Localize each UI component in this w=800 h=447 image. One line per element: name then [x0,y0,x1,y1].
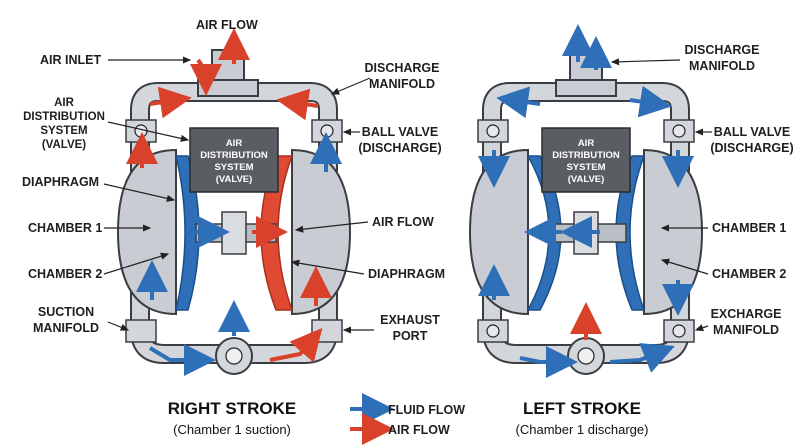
label-discharge-manifold-1b: MANIFOLD [369,77,435,91]
ball-valve-top-left [134,124,148,138]
svg-text:AIR: AIR [578,138,595,149]
svg-text:DISTRIBUTION: DISTRIBUTION [200,150,268,161]
diaphragm-right-2 [615,155,646,311]
chamber-2-housing [291,148,352,316]
label-ball-valve-2b: (DISCHARGE) [710,141,793,155]
label-discharge-manifold-2b: MANIFOLD [689,59,755,73]
label-chamber-1-right: CHAMBER 1 [712,221,786,235]
diaphragm-left-2 [526,155,562,311]
label-discharge-manifold-2a: DISCHARGE [684,43,759,57]
svg-text:SYSTEM: SYSTEM [566,162,605,173]
label-air-distribution-3: SYSTEM [40,125,87,137]
svg-text:AIR: AIR [226,138,243,149]
label-exhaust-1: EXHAUST [380,313,440,327]
label-exchange-1: EXCHARGE [711,307,782,321]
label-air-flow-top: AIR FLOW [196,18,258,32]
caption-left-stroke-sub: (Chamber 1 discharge) [516,422,649,437]
svg-text:DISTRIBUTION: DISTRIBUTION [552,150,620,161]
left-stroke-pump: AIR DISTRIBUTION SYSTEM (VALVE) [468,24,704,378]
label-exchange-2: MANIFOLD [713,323,779,337]
legend-fluid-flow: FLUID FLOW [388,403,465,417]
label-ball-valve-2a: BALL VALVE [714,125,790,139]
label-air-flow-mid: AIR FLOW [372,215,434,229]
label-chamber-2-left: CHAMBER 2 [28,267,102,281]
label-discharge-manifold-1a: DISCHARGE [364,61,439,75]
label-exhaust-2: PORT [393,329,428,343]
air-distribution-valve-2 [541,127,631,193]
diaphragm-left [175,155,200,311]
air-distribution-valve [189,127,279,193]
label-ball-valve-1a: BALL VALVE [362,125,438,139]
label-air-distribution-1: AIR [54,97,75,109]
legend-air-flow: AIR FLOW [388,423,450,437]
chamber-1-housing [116,148,177,316]
ball-valve-top-right [320,124,334,138]
caption-left-stroke-title: LEFT STROKE [523,399,641,418]
label-air-distribution-2: DISTRIBUTION [23,111,105,123]
label-chamber-1-left: CHAMBER 1 [28,221,102,235]
label-air-inlet: AIR INLET [40,53,101,67]
svg-text:(VALVE): (VALVE) [568,174,605,185]
caption-right-stroke-sub: (Chamber 1 suction) [173,422,291,437]
label-suction-1: SUCTION [38,305,94,319]
label-air-distribution-4: (VALVE) [42,139,86,151]
air-inlet-arrow [189,58,222,96]
label-suction-2: MANIFOLD [33,321,99,335]
label-ball-valve-1b: (DISCHARGE) [358,141,441,155]
caption-right-stroke-title: RIGHT STROKE [168,399,296,418]
right-stroke-pump: AIR DISTRIBUTION SYSTEM (VALVE) [116,28,352,376]
svg-text:SYSTEM: SYSTEM [214,162,253,173]
svg-text:(VALVE): (VALVE) [216,174,253,185]
label-diaphragm-left: DIAPHRAGM [22,175,99,189]
label-diaphragm-mid: DIAPHRAGM [368,267,445,281]
label-chamber-2-right: CHAMBER 2 [712,267,786,281]
